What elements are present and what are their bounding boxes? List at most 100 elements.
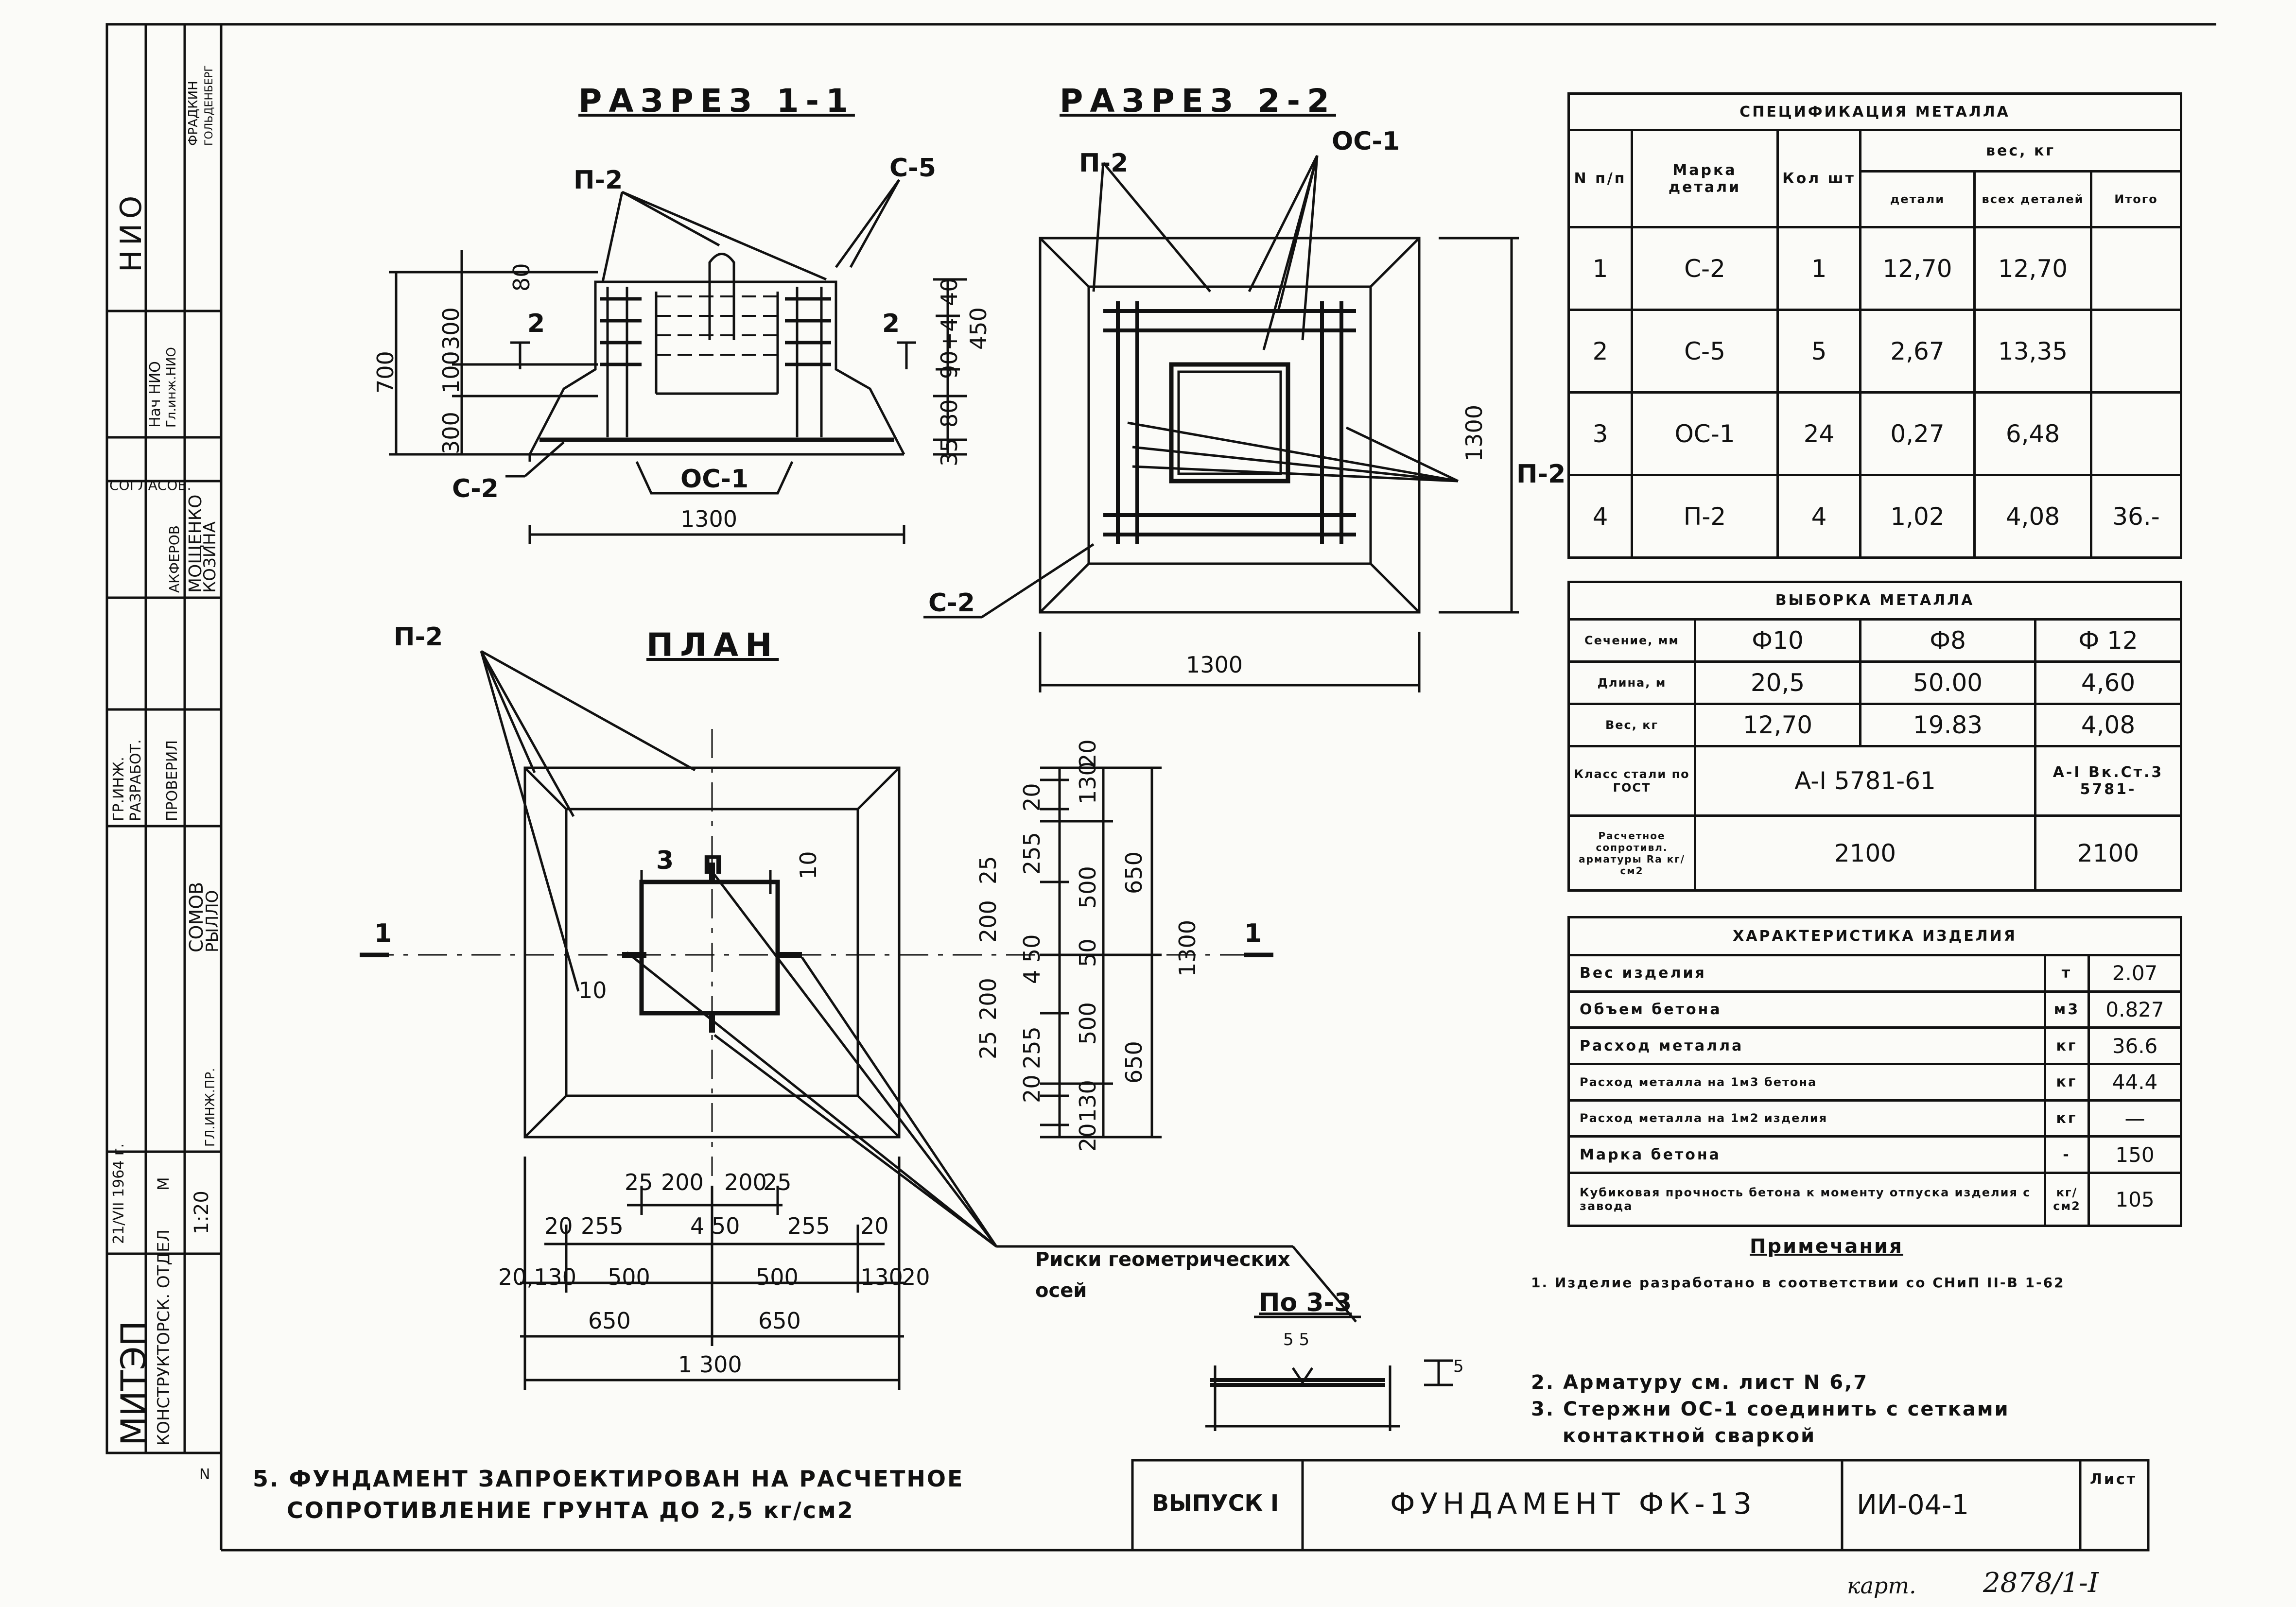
stamp-name-3: КОЗИНА <box>200 521 220 593</box>
plan-label-p2: П-2 <box>394 622 443 652</box>
metal-a: 12,70 <box>1694 702 1861 747</box>
stamp-role-2: Гл.инж.НИО <box>164 347 179 428</box>
spec-head-total: Итого <box>2089 170 2183 228</box>
dim-300-upper: 300 <box>438 307 464 350</box>
product-label: Вес изделия <box>1567 953 2046 993</box>
metal-a: 20,5 <box>1694 660 1861 705</box>
metal-label: Расчетное сопротивл. арматуры Ra кг/см2 <box>1567 814 1696 892</box>
bottom-dim-650-a: 650 <box>588 1308 631 1334</box>
product-unit: кг <box>2044 1062 2090 1102</box>
plan-dim-130-b: 130 <box>1075 1080 1101 1123</box>
note-3a: 3. Стержни ОС-1 соединить с сетками <box>1531 1398 2010 1420</box>
table-row: 3 ОС-1 24 0,27 6,48 <box>1567 391 2183 476</box>
plan-dim-20-d: 20 <box>1075 1123 1101 1152</box>
bottom-dim-130: 130 <box>860 1264 903 1290</box>
spec-total <box>2089 391 2183 476</box>
stamp-role-6: ГЛ.ИНЖ.ПР. <box>203 1068 218 1147</box>
cut-mark-left: 2 <box>527 309 545 338</box>
metal-label: Класс стали по ГОСТ <box>1567 744 1696 817</box>
spec-qty: 4 <box>1776 474 1861 559</box>
stamp-f1: ФРАДКИН <box>186 81 201 146</box>
bottom-dim-20-b: 20 <box>860 1213 889 1239</box>
label-c2-left: С-2 <box>928 588 975 618</box>
spec-n: 3 <box>1567 391 1633 476</box>
bottom-dim-500-b: 500 <box>756 1264 799 1290</box>
spec-qty: 24 <box>1776 391 1861 476</box>
axis-right-label: 1 <box>1244 919 1262 948</box>
table-row: Расчетное сопротивл. арматуры Ra кг/см2 … <box>1567 814 2183 892</box>
spec-mark: С-2 <box>1631 226 1779 311</box>
table-row: Вес, кг 12,70 19.83 4,08 <box>1567 702 2183 747</box>
plan-drawing <box>360 650 1357 1390</box>
spec-table: СПЕЦИФИКАЦИЯ МЕТАЛЛА N п/п Марка детали … <box>1567 92 2183 559</box>
detail-3-3-drawing <box>1205 1315 1453 1431</box>
stamp-name-5: РЫЛЛО <box>203 890 222 952</box>
plan-dim-130-a: 130 <box>1075 761 1101 804</box>
plan-dim-255-a: 255 <box>1019 832 1045 875</box>
spec-mark: ОС-1 <box>1631 391 1779 476</box>
table-row: 1 С-2 1 12,70 12,70 <box>1567 226 2183 311</box>
dim-80: 80 <box>508 263 535 292</box>
product-unit: кг/см2 <box>2044 1172 2090 1227</box>
spec-qty: 1 <box>1776 226 1861 311</box>
bottom-dim-1300: 1 300 <box>678 1351 742 1378</box>
label-p2: П-2 <box>574 166 623 195</box>
plan-dim-25-b: 25 <box>975 1031 1001 1059</box>
product-label: Кубиковая прочность бетона к моменту отп… <box>1567 1172 2046 1227</box>
product-value: 0.827 <box>2087 990 2183 1029</box>
spec-w1: 0,27 <box>1859 391 1976 476</box>
metal-c: 4,08 <box>2034 702 2183 747</box>
metal-title: ВЫБОРКА МЕТАЛЛА <box>1567 581 2183 621</box>
note-3b: контактной сваркой <box>1563 1425 1816 1447</box>
product-label: Расход металла <box>1567 1026 2046 1065</box>
metal-c: 2100 <box>2034 814 2183 892</box>
stamp-org: МИТЭП <box>114 1320 154 1446</box>
product-label: Объем бетона <box>1567 990 2046 1029</box>
bottom-dim-25-b: 25 <box>763 1169 792 1195</box>
stamp-sheet-no: N <box>199 1466 210 1483</box>
metal-table: ВЫБОРКА МЕТАЛЛА Сечение, мм Ф10 Ф8 Ф 12 … <box>1567 581 2183 892</box>
stamp-role-5: ПРОВЕРИЛ <box>164 740 181 821</box>
metal-a: Ф10 <box>1694 618 1861 663</box>
metal-b: 19.83 <box>1859 702 2036 747</box>
plan-dim-650-a: 650 <box>1121 851 1147 894</box>
kart-label: карт. <box>1847 1572 1916 1599</box>
spec-total: 36.- <box>2089 474 2183 559</box>
dim-90-4: 90+4 <box>936 317 962 379</box>
detail-3-3-title: По 3-3 <box>1259 1288 1352 1317</box>
plan-dim-255-b: 255 <box>1019 1026 1045 1069</box>
stamp-date: 21/VII 1964 г. <box>110 1143 127 1244</box>
section-1-1-drawing <box>389 179 967 544</box>
spec-n: 2 <box>1567 309 1633 394</box>
plan-dim-450: 4 50 <box>1019 934 1045 984</box>
table-row: Марка бетона-150 <box>1567 1135 2183 1175</box>
notes-title: Примечания <box>1750 1235 1903 1258</box>
stamp-nio: НИО <box>114 190 148 272</box>
plan-dim-25-a: 25 <box>975 856 1001 884</box>
detail-dim-55: 5 5 <box>1283 1330 1310 1349</box>
spec-head-all: всех деталей <box>1973 170 2092 228</box>
plan-dim-20-b: 20 <box>1019 783 1045 812</box>
detail-caption: Риски геометрических осей <box>1035 1248 1290 1302</box>
axis-mark: П <box>702 851 724 880</box>
metal-b: 50.00 <box>1859 660 2036 705</box>
metal-label: Сечение, мм <box>1567 618 1696 663</box>
metal-ab: A-I 5781-61 <box>1694 744 2036 817</box>
section-1-1-title: РАЗРЕЗ 1-1 <box>578 82 855 120</box>
spec-head-qty: Кол шт <box>1776 129 1861 228</box>
label-oc1: ОС-1 <box>680 465 749 494</box>
spec-n: 1 <box>1567 226 1633 311</box>
dim-1300-section-1: 1300 <box>680 506 738 532</box>
spec-mark: П-2 <box>1631 474 1779 559</box>
spec-w1: 1,02 <box>1859 474 1976 559</box>
product-value: 36.6 <box>2087 1026 2183 1065</box>
note-1: 1. Изделие разработано в соответствии со… <box>1531 1275 2065 1291</box>
spec-w2: 4,08 <box>1973 474 2092 559</box>
title-name: ФУНДАМЕНТ ФК-13 <box>1390 1487 1757 1521</box>
bottom-dim-200-a: 200 <box>661 1169 704 1195</box>
